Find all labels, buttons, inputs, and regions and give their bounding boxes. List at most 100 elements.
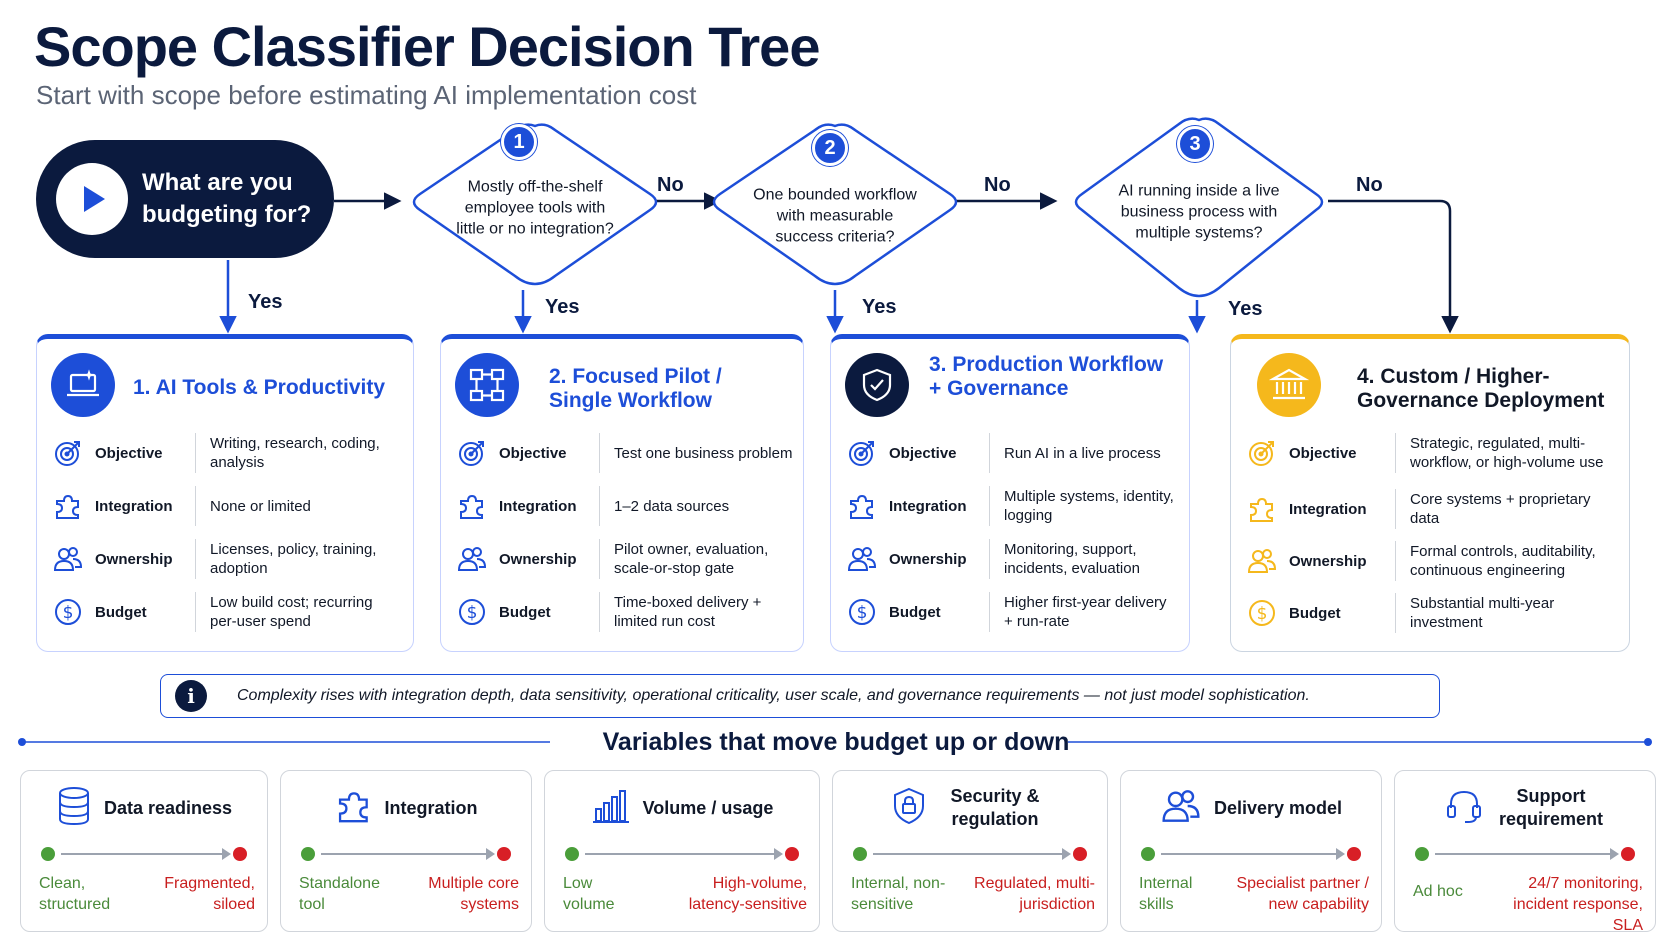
variable-high-label: Fragmented, siloed: [164, 875, 255, 913]
variable-low-label: Internal skills: [1139, 875, 1193, 913]
bar-chart-icon: [591, 787, 631, 830]
row-value: Time-boxed delivery + limited run cost: [599, 592, 793, 632]
row-value: Formal controls, auditability, continuou…: [1395, 541, 1619, 581]
variable-low-label: Low volume: [563, 875, 615, 913]
row-label: Ownership: [499, 550, 577, 568]
variable-scale: [1415, 847, 1635, 861]
variable-scale: [565, 847, 799, 861]
card-title: 2. Focused Pilot / Single Workflow: [549, 365, 722, 412]
page-title: Scope Classifier Decision Tree: [34, 15, 820, 78]
start-label: What are you budgeting for?: [142, 169, 312, 228]
row-value: Low build cost; recurring per-user spend: [195, 592, 403, 632]
people-icon: [1160, 786, 1202, 831]
target-icon: [51, 436, 85, 470]
puzzle-icon: [455, 489, 489, 523]
row-value: Core systems + proprietary data: [1395, 489, 1619, 529]
row-label: Integration: [95, 497, 173, 515]
banner-text: Complexity rises with integration depth,…: [237, 687, 1310, 704]
variable-low-label: Clean, structured: [39, 875, 111, 913]
info-icon: i: [175, 680, 207, 712]
svg-text:$: $: [63, 603, 74, 623]
decision-2: 2 One bounded workflow with measurable s…: [700, 112, 970, 292]
card-row-objective: Objective Writing, research, coding, ana…: [51, 429, 403, 477]
decision-3-yes-label: Yes: [1228, 298, 1263, 320]
decision-question: Mostly off-the-shelf employee tools with…: [456, 178, 614, 238]
variable-card-volume: Volume / usage Low volume High-volume, l…: [544, 770, 820, 932]
dollar-icon: $: [845, 595, 879, 629]
row-value: Monitoring, support, incidents, evaluati…: [989, 539, 1179, 579]
variable-scale: [853, 847, 1087, 861]
scope-card-2: 2. Focused Pilot / Single Workflow Objec…: [440, 334, 804, 652]
decision-2-no-label: No: [984, 174, 1011, 196]
row-value: 1–2 data sources: [599, 486, 729, 526]
decision-number-badge: 3: [1177, 126, 1213, 162]
info-banner: i Complexity rises with integration dept…: [160, 674, 1440, 718]
row-label: Budget: [1289, 604, 1341, 622]
variable-title: Data readiness: [103, 797, 233, 818]
card-row-ownership: Ownership Pilot owner, evaluation, scale…: [455, 535, 793, 583]
puzzle-icon: [1245, 492, 1279, 526]
dollar-icon: $: [51, 595, 85, 629]
start-node: What are you budgeting for?: [36, 140, 334, 258]
row-value: Multiple systems, identity, logging: [989, 486, 1179, 526]
diamond-shape: [412, 123, 658, 286]
decision-2-yes-label: Yes: [862, 296, 897, 318]
variable-card-data-readiness: Data readiness Clean, structured Fragmen…: [20, 770, 268, 932]
scope-card-3: 3. Production Workflow + Governance Obje…: [830, 334, 1190, 652]
variable-high-label: Specialist partner / new capability: [1236, 875, 1369, 913]
variable-title: Support requirement: [1498, 786, 1604, 829]
row-label: Objective: [95, 444, 163, 462]
row-label: Budget: [95, 603, 147, 621]
row-label: Integration: [499, 497, 577, 515]
card-row-integration: Integration Multiple systems, identity, …: [845, 482, 1179, 530]
variable-card-support: Support requirement Ad hoc 24/7 monitori…: [1394, 770, 1656, 934]
card-row-ownership: Ownership Monitoring, support, incidents…: [845, 535, 1179, 583]
start-yes-label: Yes: [248, 291, 283, 313]
row-value: Substantial multi-year investment: [1395, 593, 1619, 633]
card-title: 1. AI Tools & Productivity: [133, 376, 386, 399]
shield-check-icon: [845, 353, 909, 417]
card-row-budget: $ Budget Substantial multi-year investme…: [1245, 589, 1619, 637]
headset-icon: [1444, 786, 1484, 831]
row-label: Objective: [889, 444, 957, 462]
decision-1-no-label: No: [657, 174, 684, 196]
row-value: Run AI in a live process: [989, 433, 1161, 473]
diamond-shape: [1074, 117, 1324, 298]
card-row-integration: Integration None or limited: [51, 482, 403, 530]
target-icon: [845, 436, 879, 470]
people-icon: [845, 542, 879, 576]
row-label: Budget: [499, 603, 551, 621]
card-title: 4. Custom / Higher-Governance Deployment: [1357, 365, 1605, 412]
variable-scale: [1141, 847, 1361, 861]
puzzle-icon: [51, 489, 85, 523]
puzzle-icon: [335, 787, 373, 830]
row-label: Ownership: [95, 550, 173, 568]
svg-text:$: $: [467, 603, 478, 623]
variable-low-label: Internal, non-sensitive: [851, 875, 946, 913]
card-row-objective: Objective Run AI in a live process: [845, 429, 1179, 477]
variable-card-integration: Integration Standalone tool Multiple cor…: [280, 770, 532, 932]
shield-lock-icon: [890, 786, 928, 831]
decision-question: One bounded workflow with measurable suc…: [753, 186, 917, 246]
row-value: Strategic, regulated, multi-workflow, or…: [1395, 433, 1619, 473]
variable-low-label: Standalone tool: [299, 875, 380, 913]
variable-title: Integration: [384, 797, 478, 818]
variable-scale: [41, 847, 247, 861]
card-row-ownership: Ownership Formal controls, auditability,…: [1245, 537, 1619, 585]
scope-card-4: 4. Custom / Higher-Governance Deployment…: [1230, 334, 1630, 652]
card-row-ownership: Ownership Licenses, policy, training, ad…: [51, 535, 403, 583]
people-icon: [455, 542, 489, 576]
decision-question: AI running inside a live business proces…: [1118, 182, 1280, 242]
decision-number-badge: 1: [501, 124, 537, 160]
row-label: Objective: [499, 444, 567, 462]
bank-icon: [1257, 353, 1321, 417]
variable-high-label: Multiple core systems: [428, 875, 519, 913]
row-value: Pilot owner, evaluation, scale-or-stop g…: [599, 539, 793, 579]
decision-1-yes-label: Yes: [545, 296, 580, 318]
row-label: Budget: [889, 603, 941, 621]
play-icon: [56, 163, 128, 235]
puzzle-icon: [845, 489, 879, 523]
card-row-budget: $ Budget Time-boxed delivery + limited r…: [455, 588, 793, 636]
database-icon: [56, 786, 92, 831]
